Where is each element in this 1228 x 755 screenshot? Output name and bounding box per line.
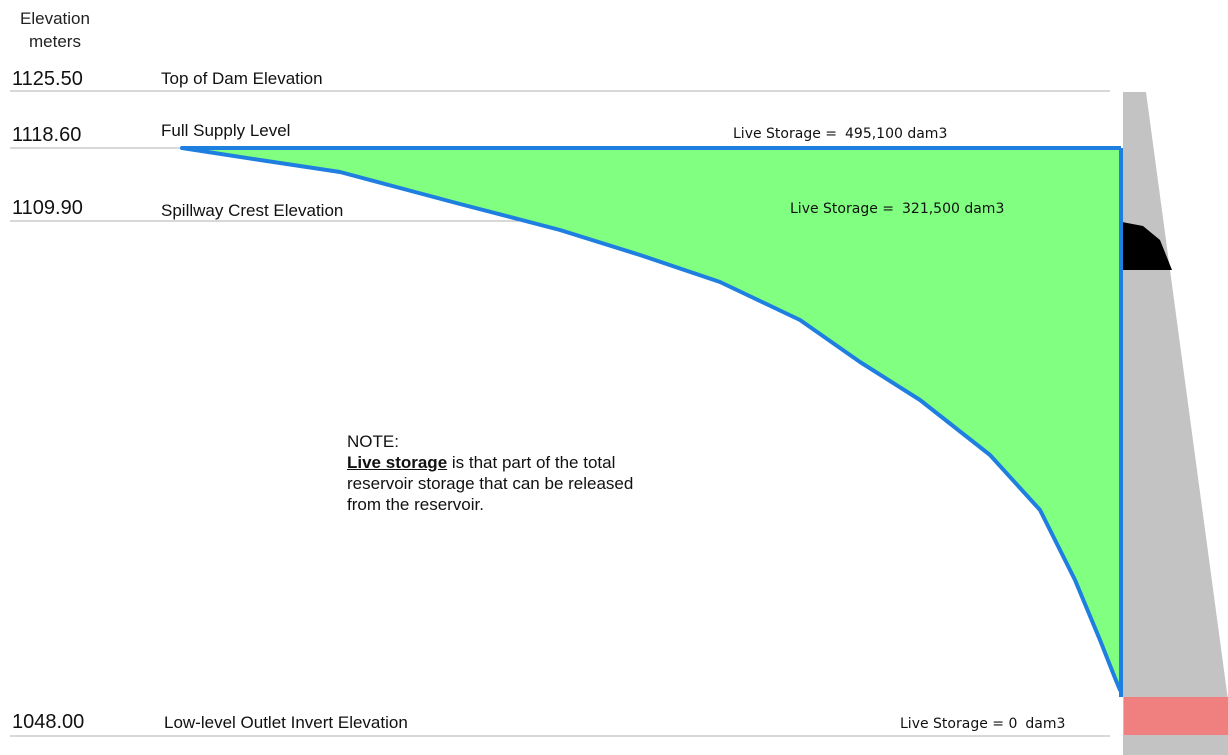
label-low-level-outlet: Low-level Outlet Invert Elevation	[164, 713, 408, 732]
note-text: is that part of the total reservoir stor…	[347, 453, 634, 514]
note-body: Live storage is that part of the total r…	[347, 452, 647, 515]
live-storage-spillway: Live Storage = 321,500 dam3	[790, 201, 1004, 217]
live-storage-full-supply: Live Storage = 495,100 dam3	[733, 126, 947, 142]
spillway-gate	[1122, 222, 1172, 270]
note-term: Live storage	[347, 453, 448, 472]
live-storage-value: dam3	[1025, 716, 1066, 732]
label-full-supply-level: Full Supply Level	[161, 121, 291, 140]
reservoir-curve-outline	[180, 146, 1122, 692]
elevation-label-line1: Elevation	[20, 9, 90, 28]
live-storage-label: Live Storage = 0	[900, 716, 1018, 732]
note-box: NOTE: Live storage is that part of the t…	[347, 431, 647, 515]
live-storage-value: 495,100 dam3	[845, 126, 948, 142]
dam-body	[1123, 92, 1228, 755]
live-storage-label: Live Storage =	[733, 126, 837, 142]
live-storage-outlet: Live Storage = 0 dam3	[900, 716, 1065, 732]
elevation-axis-label: Elevation meters	[10, 7, 100, 53]
live-storage-value: 321,500 dam3	[902, 201, 1005, 217]
elevation-label-line2: meters	[29, 32, 81, 51]
elevation-low-level-outlet: 1048.00	[12, 711, 85, 733]
label-top-of-dam: Top of Dam Elevation	[161, 69, 323, 88]
live-storage-label: Live Storage =	[790, 201, 894, 217]
note-title: NOTE:	[347, 432, 399, 451]
elevation-top-of-dam: 1125.50	[12, 68, 83, 90]
label-spillway-crest: Spillway Crest Elevation	[161, 201, 344, 220]
low-level-outlet	[1124, 697, 1228, 735]
elevation-spillway-crest: 1109.90	[12, 197, 83, 219]
elevation-full-supply: 1118.60	[12, 124, 82, 146]
live-storage-area	[182, 148, 1120, 683]
